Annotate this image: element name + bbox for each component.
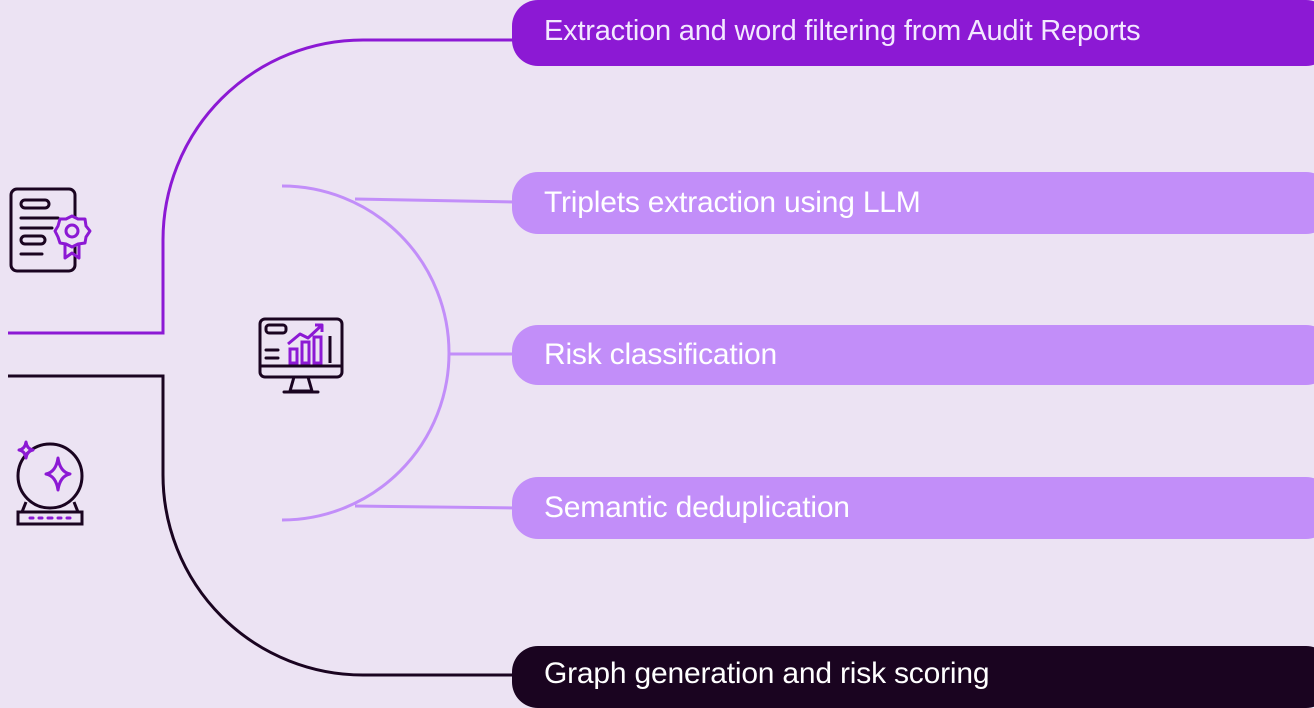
step-extraction-label: Extraction and word filtering from Audit… [544, 14, 1141, 47]
crystal-ball-icon [16, 440, 84, 526]
step-triplets-label: Triplets extraction using LLM [544, 186, 921, 219]
step-graph-generation-pill: Graph generation and risk scoring [512, 646, 1314, 708]
analytics-monitor-icon [258, 317, 344, 394]
branch-dedup [354, 504, 516, 510]
audit-report-certificate-icon [9, 187, 92, 273]
step-graph-generation-label: Graph generation and risk scoring [544, 657, 990, 690]
step-deduplication-label: Semantic deduplication [544, 491, 850, 524]
step-triplets-pill: Triplets extraction using LLM [512, 172, 1314, 234]
step-extraction-pill: Extraction and word filtering from Audit… [512, 0, 1314, 66]
connector-bottom [8, 374, 515, 677]
step-risk-classification-pill: Risk classification [512, 325, 1314, 385]
step-deduplication-pill: Semantic deduplication [512, 477, 1314, 539]
connector-top [8, 38, 515, 335]
branch-triplets [354, 197, 516, 204]
step-risk-classification-label: Risk classification [544, 338, 777, 371]
